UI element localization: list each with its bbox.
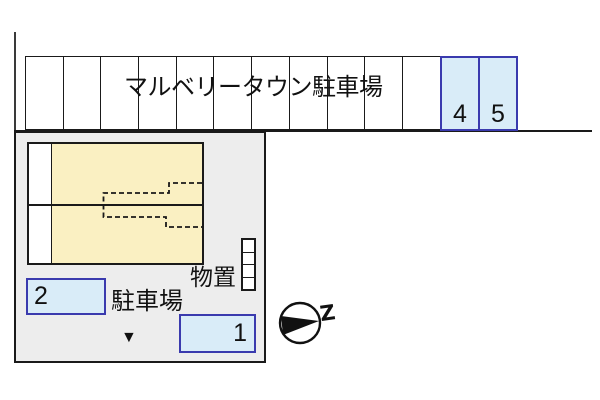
parking-space-1: 1 [179,314,256,353]
parking-stall [139,57,177,129]
parking-stall [402,57,441,129]
storage-cell [243,240,254,252]
parking-area-label: 駐車場 [111,288,183,315]
parking-stall [214,57,253,129]
entrance-marker: ▼ [121,329,137,346]
parking-space-2: 2 [26,278,106,315]
parking-stall [101,57,140,129]
upper-floor-dashed-outline [102,182,202,228]
boundary-line-left [14,32,16,131]
stall-number: 4 [453,99,467,128]
boundary-line-bottom [14,129,592,132]
compass-north-arrow: Z [278,300,337,345]
parking-stall [327,57,366,129]
space-number: 2 [34,282,48,310]
storage-cell [243,276,254,290]
parking-stall [176,57,215,129]
compass-needle [281,316,319,335]
parking-stall-5: 5 [478,55,518,131]
storage-shed [241,238,256,291]
parking-stall-row: 4 5 [25,55,518,131]
storage-cell [243,264,254,277]
compass-letter: Z [318,300,336,326]
parking-stall-4: 4 [440,55,480,131]
parking-stall [63,57,102,129]
stall-number: 5 [491,99,505,128]
space-number: 1 [233,319,247,347]
storage-label: 物置 [190,264,236,290]
parking-stall [365,57,403,129]
parking-stall [26,57,64,129]
building-footprint [27,142,204,265]
parking-stall [289,57,328,129]
building-unit-divider [29,203,202,206]
parking-lot-title: マルベリータウン駐車場 [124,74,383,101]
storage-cell [243,251,254,265]
parking-stall [252,57,290,129]
